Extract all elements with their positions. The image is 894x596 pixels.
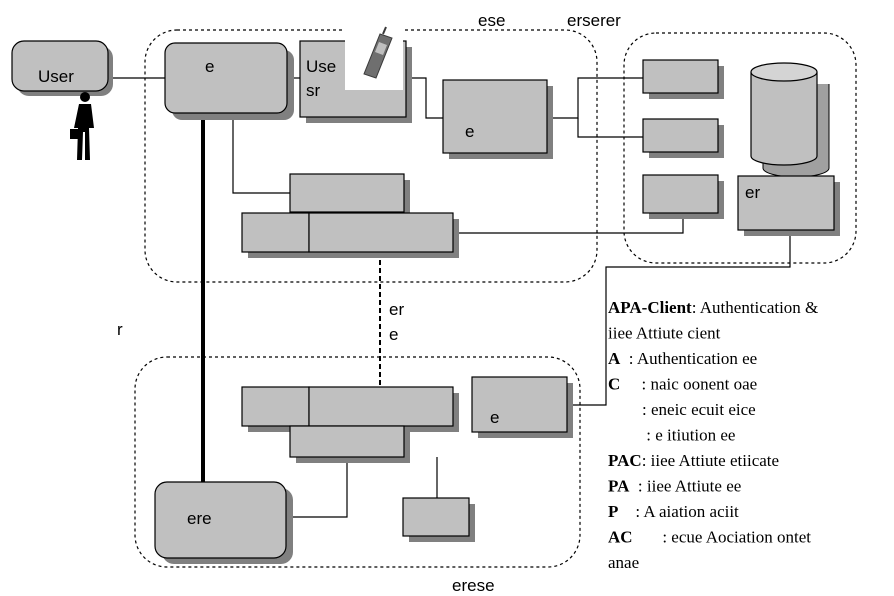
legend-line: AC : ecue Aociation ontet xyxy=(608,528,811,547)
stack-top-upper[interactable] xyxy=(289,173,405,213)
legend-text: iiee Attiute cient xyxy=(608,324,721,343)
legend-line: C : naic oonent oae xyxy=(608,375,757,394)
legend-key: C xyxy=(608,375,620,394)
mid-to-right-top-line xyxy=(547,77,643,119)
user-label: User xyxy=(38,67,74,86)
legend-sep: : xyxy=(692,298,697,317)
box-to-stack-line xyxy=(232,113,290,194)
right-box-3[interactable] xyxy=(642,174,719,214)
legend-text: : iiee Attiute etiicate xyxy=(642,451,779,470)
legend-line: A : Authentication ee xyxy=(608,349,757,368)
bottom-domain-region xyxy=(134,356,581,568)
server-box[interactable] xyxy=(737,175,835,231)
stack-bottom-upper-left[interactable] xyxy=(241,386,310,427)
legend-key: PA xyxy=(608,477,630,496)
bottom-domain-label: erese xyxy=(452,576,495,595)
top-domain-label-2: erserer xyxy=(567,11,621,30)
legend-line: PA : iiee Attiute ee xyxy=(608,477,741,496)
stack-bottom-lower[interactable] xyxy=(289,425,405,458)
stack-bottom-upper-right[interactable] xyxy=(308,386,454,427)
bottom-left-box[interactable] xyxy=(154,481,287,559)
user-box[interactable] xyxy=(11,40,109,92)
legend-text: : A aiation aciit xyxy=(618,502,739,521)
legend-line: : e itiution ee xyxy=(608,426,735,445)
person-icon xyxy=(70,92,94,160)
bottom-left-box-label: ere xyxy=(187,509,212,528)
top-box[interactable] xyxy=(164,42,288,114)
stack-top-lower-left[interactable] xyxy=(241,212,310,253)
mid-to-right-mid-line xyxy=(577,118,643,138)
legend-text: anae xyxy=(608,553,639,572)
er-label-1: er xyxy=(389,300,404,319)
bottom-small-box-label: e xyxy=(490,408,499,427)
usersr-label-1: Use xyxy=(306,57,336,76)
database-icon xyxy=(750,62,830,178)
legend: APA-Client: Authentication & iiee Attiute… xyxy=(608,298,818,572)
bottom-left-to-stack-line xyxy=(287,457,348,518)
legend-line: APA-Client: Authentication & xyxy=(608,298,818,317)
stack-top-lower-right[interactable] xyxy=(308,212,454,253)
bottom-small-box[interactable] xyxy=(471,376,568,433)
right-domain-region xyxy=(623,32,857,264)
legend-key: PAC xyxy=(608,451,642,470)
legend-text: : e itiution ee xyxy=(608,426,735,445)
legend-key: A xyxy=(608,349,621,368)
usersr-label-2: sr xyxy=(306,81,321,100)
legend-line: P : A aiation aciit xyxy=(608,502,739,521)
right-box-2[interactable] xyxy=(642,118,719,153)
legend-text: : naic oonent oae xyxy=(620,375,757,394)
bottom-right-box[interactable] xyxy=(402,497,470,537)
er-label-2: e xyxy=(389,325,398,344)
mobile-phone-icon xyxy=(363,26,393,79)
server-to-bottom-line xyxy=(567,230,791,406)
left-r-label: r xyxy=(117,320,123,339)
legend-text: : ecue Aociation ontet xyxy=(633,528,812,547)
legend-line: anae xyxy=(608,553,639,572)
top-domain-label-1: ese xyxy=(478,11,505,30)
legend-key: APA-Client xyxy=(608,298,692,317)
legend-text: : Authentication ee xyxy=(620,349,757,368)
top-box-label: e xyxy=(205,57,214,76)
legend-key: AC xyxy=(608,528,633,547)
legend-line: iiee Attiute cient xyxy=(608,324,721,343)
legend-text: : iiee Attiute ee xyxy=(629,477,741,496)
legend-line: PAC: iiee Attiute etiicate xyxy=(608,451,779,470)
right-box-1[interactable] xyxy=(642,59,719,94)
legend-key: P xyxy=(608,502,618,521)
legend-line: : eneic ecuit eice xyxy=(608,400,756,419)
stack-to-right-line xyxy=(453,213,684,234)
mid-box-label: e xyxy=(465,122,474,141)
server-box-label: er xyxy=(745,183,760,202)
legend-text: Authentication & xyxy=(696,298,818,317)
usersr-to-mid-line xyxy=(406,77,443,119)
mid-box[interactable] xyxy=(442,79,548,154)
legend-text: : eneic ecuit eice xyxy=(608,400,756,419)
